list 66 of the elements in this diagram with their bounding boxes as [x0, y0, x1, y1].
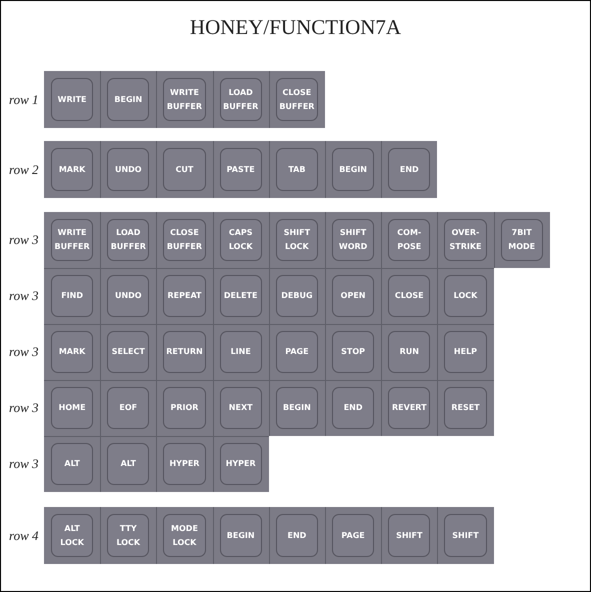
- row-label: row 3: [9, 344, 38, 360]
- key-cap: ALT LOCK: [51, 514, 94, 557]
- key-cap: SHIFT: [444, 514, 487, 557]
- key-cap: BEGIN: [220, 514, 262, 557]
- key-cap: WRITE BUFFER: [163, 78, 206, 121]
- key-cap: LOAD BUFFER: [107, 219, 150, 261]
- key-cap: ALT: [107, 443, 150, 485]
- key-cap: REPEAT: [163, 275, 206, 317]
- key-cap: END: [332, 387, 374, 429]
- key-cap: TTY LOCK: [107, 514, 150, 557]
- key-cap: MARK: [51, 331, 94, 373]
- key-cap: UNDO: [107, 275, 150, 317]
- key-cap: END: [276, 514, 318, 557]
- key-cap: WRITE: [51, 78, 94, 121]
- key-cap: END: [388, 148, 430, 191]
- key-cap: CLOSE BUFFER: [276, 78, 318, 121]
- key-cap: RETURN: [163, 331, 206, 373]
- key-cap: NEXT: [220, 387, 262, 429]
- key-cap: DEBUG: [276, 275, 318, 317]
- key-cap: ALT: [51, 443, 94, 485]
- row-label: row 3: [9, 232, 38, 248]
- key-cap: BEGIN: [276, 387, 318, 429]
- key-cap: LINE: [220, 331, 262, 373]
- key-cap: 7BIT MODE: [500, 219, 543, 261]
- diagram-title: HONEY/FUNCTION7A: [188, 15, 402, 40]
- key-cap: HYPER: [220, 443, 262, 485]
- key-cap: EOF: [107, 387, 150, 429]
- key-cap: SELECT: [107, 331, 150, 373]
- key-cap: OPEN: [332, 275, 374, 317]
- key-cap: STOP: [332, 331, 374, 373]
- row-label: row 2: [9, 162, 38, 178]
- key-cap: SHIFT LOCK: [276, 219, 318, 261]
- key-cap: DELETE: [220, 275, 262, 317]
- row-label: row 4: [9, 528, 38, 544]
- key-cap: CAPS LOCK: [220, 219, 262, 261]
- key-cap: OVER- STRIKE: [444, 219, 487, 261]
- key-cap: HOME: [51, 387, 94, 429]
- key-cap: HELP: [444, 331, 487, 373]
- key-cap: FIND: [51, 275, 94, 317]
- row-label: row 3: [9, 288, 38, 304]
- key-cap: BEGIN: [107, 78, 150, 121]
- key-cap: LOAD BUFFER: [220, 78, 262, 121]
- row-label: row 3: [9, 400, 38, 416]
- row-label: row 3: [9, 456, 38, 472]
- key-cap: CLOSE: [388, 275, 430, 317]
- key-cap: BEGIN: [332, 148, 374, 191]
- key-cap: TAB: [276, 148, 318, 191]
- key-cap: PASTE: [220, 148, 262, 191]
- key-cap: HYPER: [163, 443, 206, 485]
- key-cap: MARK: [51, 148, 94, 191]
- key-cap: CLOSE BUFFER: [163, 219, 206, 261]
- key-cap: PRIOR: [163, 387, 206, 429]
- key-cap: PAGE: [332, 514, 374, 557]
- key-cap: LOCK: [444, 275, 487, 317]
- key-cap: SHIFT: [388, 514, 430, 557]
- key-cap: MODE LOCK: [163, 514, 206, 557]
- key-cap: UNDO: [107, 148, 150, 191]
- row-label: row 1: [9, 92, 38, 108]
- key-cap: PAGE: [276, 331, 318, 373]
- key-cap: RUN: [388, 331, 430, 373]
- key-cap: REVERT: [388, 387, 430, 429]
- key-cap: WRITE BUFFER: [51, 219, 94, 261]
- key-cap: COM- POSE: [388, 219, 430, 261]
- key-cap: SHIFT WORD: [332, 219, 374, 261]
- key-cap: RESET: [444, 387, 487, 429]
- key-cap: CUT: [163, 148, 206, 191]
